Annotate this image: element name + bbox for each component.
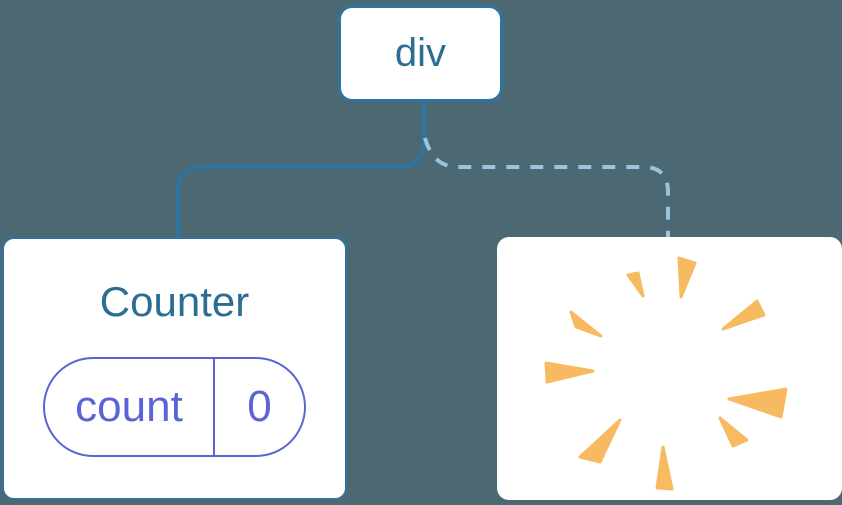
removed-component-card	[497, 237, 842, 500]
tree-node-label: div	[394, 31, 447, 75]
tree-node-div: div	[338, 5, 503, 102]
connector-dashed-line	[423, 137, 670, 238]
state-pill: count 0	[43, 357, 306, 457]
state-value: 0	[247, 382, 272, 431]
connector-solid-line	[176, 102, 426, 238]
starburst-icon	[544, 256, 788, 491]
state-name: count	[45, 359, 215, 455]
component-title: Counter	[99, 278, 250, 325]
counter-component-card: Counter count 0	[2, 237, 347, 500]
